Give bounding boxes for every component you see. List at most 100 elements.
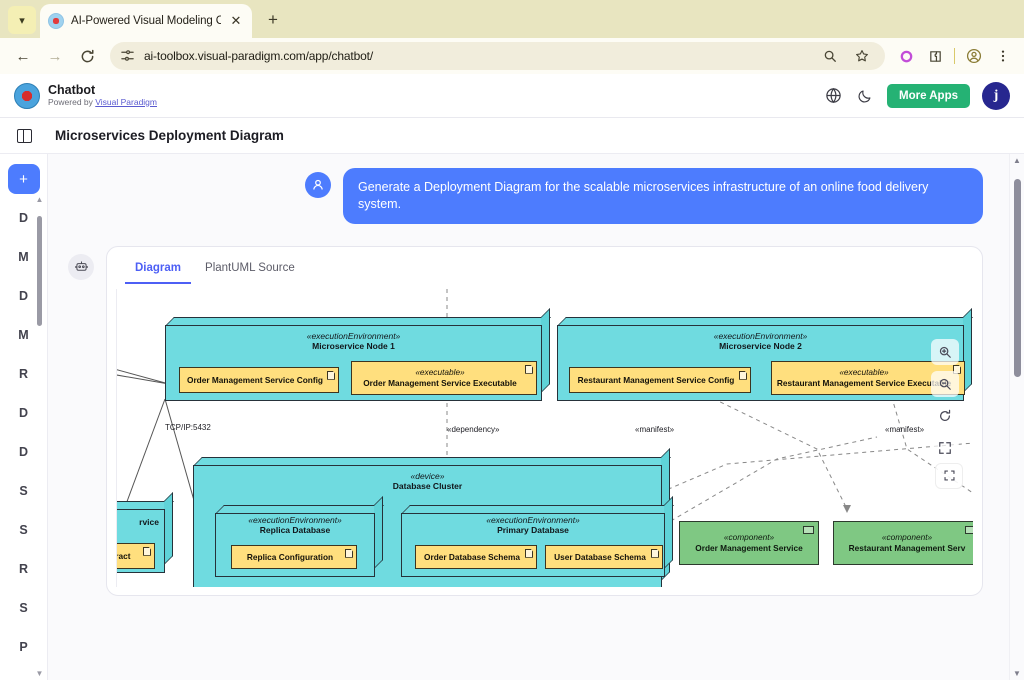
panel-toggle-icon[interactable]: [0, 118, 48, 154]
url-text: ai-toolbox.visual-paradigm.com/app/chatb…: [144, 49, 374, 63]
sidebar-chat-item[interactable]: D: [18, 405, 29, 420]
artifact-icon: [739, 370, 747, 380]
sidebar-chat-item[interactable]: M: [18, 249, 29, 264]
edge-label-tcp-ip: TCP/IP:5432: [165, 422, 211, 432]
app-header: Chatbot Powered by Visual Paradigm More …: [0, 74, 1024, 118]
artifact-order-management-service-executable[interactable]: «executable» Order Management Service Ex…: [351, 360, 537, 395]
sidebar-scroll-thumb[interactable]: [37, 216, 42, 326]
artifact-order-management-service-config[interactable]: Order Management Service Config: [179, 366, 339, 393]
caret-up-icon[interactable]: ▲: [35, 195, 44, 204]
node-database-cluster[interactable]: «device» Database Cluster «executionEnvi…: [193, 447, 674, 587]
visual-paradigm-link[interactable]: Visual Paradigm: [95, 96, 157, 107]
brand-subtitle: Powered by Visual Paradigm: [48, 96, 157, 108]
caret-up-icon[interactable]: ▲: [1013, 156, 1021, 165]
sidebar-chat-list[interactable]: D M D M R D D S S R S P ▲ ▼: [0, 194, 47, 680]
more-menu-icon[interactable]: [990, 43, 1016, 69]
sidebar-chat-item[interactable]: R: [18, 366, 29, 381]
reset-zoom-icon[interactable]: [931, 402, 959, 429]
node-primary-database[interactable]: «executionEnvironment» Primary Database …: [401, 495, 674, 577]
sidebar-chat-item[interactable]: R: [18, 561, 29, 576]
user-message-row: Generate a Deployment Diagram for the sc…: [68, 168, 983, 224]
page-settings-icon: [120, 48, 136, 64]
caret-down-icon[interactable]: ▼: [1013, 669, 1021, 678]
artifact-icon: [143, 546, 151, 556]
document-title-row: Microservices Deployment Diagram: [0, 118, 1024, 154]
main-scrollbar[interactable]: ▲ ▼: [1009, 154, 1024, 680]
visual-paradigm-favicon: [48, 13, 64, 29]
tab-search-icon[interactable]: ▾: [8, 6, 36, 34]
sidebar-chat-item[interactable]: S: [19, 600, 28, 615]
new-chat-button[interactable]: +: [7, 164, 40, 194]
close-icon[interactable]: ✕: [230, 13, 242, 28]
component-icon: [965, 525, 973, 534]
node-microservice-node-2[interactable]: «executionEnvironment» Microservice Node…: [557, 307, 973, 401]
component-restaurant-management-service[interactable]: «component» Restaurant Management Serv: [833, 520, 973, 565]
reload-icon[interactable]: [72, 41, 102, 71]
diagram-canvas[interactable]: «executionEnvironment» Microservice Node…: [116, 288, 973, 587]
sidebar-scrollbar[interactable]: ▲ ▼: [35, 196, 44, 678]
zoom-out-icon[interactable]: [931, 370, 959, 397]
artifact-icon: [525, 548, 533, 558]
sidebar: + D M D M R D D S S R S P ▲ ▼: [0, 154, 48, 680]
powered-by-text: Powered by: [48, 96, 96, 107]
sidebar-chat-item[interactable]: D: [18, 444, 29, 459]
search-icon[interactable]: [817, 43, 843, 69]
node-clipped-left[interactable]: rvice ntract: [117, 491, 174, 573]
artifact-icon: [345, 548, 353, 558]
toolbar-divider: [954, 48, 955, 64]
globe-icon[interactable]: [823, 86, 843, 106]
sidebar-chat-item[interactable]: S: [19, 522, 28, 537]
avatar[interactable]: j: [982, 81, 1010, 110]
visual-paradigm-logo-icon: [14, 82, 40, 109]
artifact-icon: [327, 370, 335, 380]
brand-name: Chatbot: [48, 83, 96, 98]
sidebar-chat-item[interactable]: S: [19, 483, 28, 498]
star-icon[interactable]: [849, 43, 875, 69]
browser-tab[interactable]: AI-Powered Visual Modeling Ch ✕: [40, 4, 252, 38]
diagram-zoom-tools: [931, 338, 963, 489]
extensions-puzzle-icon[interactable]: [922, 43, 948, 69]
new-tab-button[interactable]: +: [268, 10, 278, 29]
browser-toolbar: ← → ai-toolbox.visual-paradigm.com/app/c…: [0, 38, 1024, 74]
sidebar-chat-item[interactable]: D: [18, 210, 29, 225]
back-arrow-icon[interactable]: ←: [15, 47, 31, 65]
sidebar-chat-item[interactable]: D: [18, 288, 29, 303]
fullscreen-icon[interactable]: [935, 462, 963, 489]
artifact-icon: [525, 364, 533, 374]
brand: Chatbot Powered by Visual Paradigm: [14, 82, 157, 109]
artifact-restaurant-management-service-config[interactable]: Restaurant Management Service Config: [569, 366, 751, 393]
fit-screen-icon[interactable]: [931, 434, 959, 461]
sidebar-chat-item[interactable]: P: [19, 639, 28, 654]
caret-down-icon[interactable]: ▼: [35, 669, 44, 678]
artifact-clipped-contract[interactable]: ntract: [117, 542, 155, 569]
forward-arrow-icon[interactable]: →: [47, 47, 63, 65]
tab-title: AI-Powered Visual Modeling Ch: [71, 15, 221, 27]
artifact-user-database-schema[interactable]: User Database Schema: [545, 544, 663, 569]
tab-diagram[interactable]: Diagram: [125, 257, 192, 284]
node-replica-database[interactable]: «executionEnvironment» Replica Database …: [215, 495, 384, 577]
tab-plantuml-source[interactable]: PlantUML Source: [205, 261, 295, 274]
main-scroll-thumb[interactable]: [1013, 179, 1021, 377]
user-icon: [305, 172, 331, 198]
user-message-bubble: Generate a Deployment Diagram for the sc…: [343, 168, 983, 224]
profile-icon[interactable]: [961, 43, 987, 69]
sidebar-chat-item[interactable]: M: [18, 327, 29, 342]
node-microservice-node-1[interactable]: «executionEnvironment» Microservice Node…: [165, 307, 551, 401]
component-icon: [803, 525, 814, 534]
artifact-replica-configuration[interactable]: Replica Configuration: [231, 544, 357, 569]
edge-label-manifest-2: «manifest»: [885, 424, 925, 434]
moon-icon[interactable]: [855, 86, 875, 106]
robot-icon: [68, 253, 94, 280]
artifact-order-database-schema[interactable]: Order Database Schema: [415, 544, 537, 569]
address-bar[interactable]: ai-toolbox.visual-paradigm.com/app/chatb…: [110, 42, 885, 70]
chat-area: Generate a Deployment Diagram for the sc…: [48, 154, 1009, 680]
more-apps-button[interactable]: More Apps: [887, 83, 970, 108]
bot-message-row: Diagram PlantUML Source: [68, 245, 983, 596]
card-tabs: Diagram PlantUML Source: [107, 247, 982, 284]
diagram-card: Diagram PlantUML Source: [106, 245, 983, 596]
component-order-management-service[interactable]: «component» Order Management Service: [679, 520, 819, 565]
extension-circle-icon[interactable]: [893, 43, 919, 69]
zoom-in-icon[interactable]: [931, 338, 959, 365]
